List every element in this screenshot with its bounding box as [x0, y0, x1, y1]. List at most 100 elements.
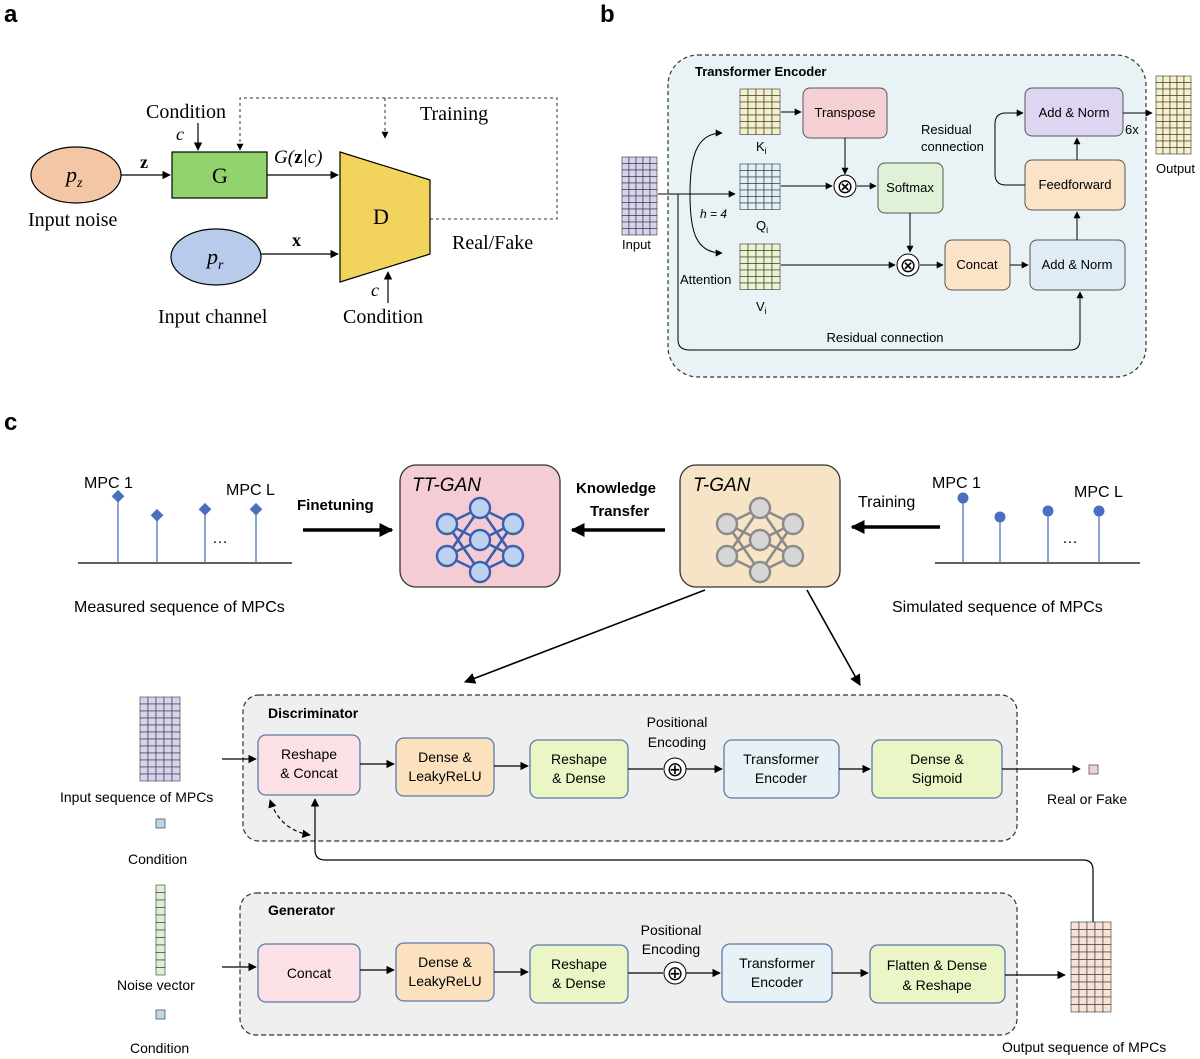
matrix-cell — [147, 745, 157, 754]
matrix-cell — [763, 121, 773, 129]
matrix-cell — [1078, 989, 1088, 998]
d-block-0-line-1: Reshape — [281, 746, 337, 762]
training-label-c: Training — [858, 494, 915, 511]
matrix-cell — [739, 108, 749, 116]
matrix-cell — [1176, 75, 1185, 83]
matrix-cell — [1070, 936, 1080, 945]
matrix-cell — [1162, 147, 1171, 155]
z-label: z — [140, 152, 148, 172]
matrix-cell — [1102, 996, 1112, 1005]
matrix-cell — [763, 189, 773, 197]
matrix-cell — [755, 276, 765, 284]
matrix-cell — [1094, 989, 1104, 998]
d-block-2-line-2: & Dense — [552, 770, 606, 786]
matrix-cell — [642, 221, 651, 229]
matrix-cell — [747, 243, 757, 251]
matrix-cell — [155, 724, 165, 733]
matrix-cell — [1102, 936, 1112, 945]
matrix-cell — [628, 163, 637, 171]
matrix-cell — [171, 752, 181, 761]
network-node — [781, 512, 805, 536]
matrix-cell — [1169, 147, 1178, 155]
g-reshape-dense-box — [529, 944, 629, 1004]
knowledge-label: Knowledge — [576, 480, 656, 497]
matrix-cell — [1070, 921, 1080, 930]
d-oplus-symbol: ⊕ — [667, 759, 684, 781]
matrix-cell — [139, 738, 149, 747]
matrix-cell — [155, 717, 165, 726]
matrix-cell — [642, 182, 651, 190]
matrix-cell — [1183, 147, 1192, 155]
g-block-1-line-2: LeakyReLU — [408, 973, 481, 989]
matrix-cell — [163, 752, 173, 761]
real-or-fake-label: Real or Fake — [1047, 791, 1127, 807]
matrix-cell — [155, 710, 165, 719]
matrix-cell — [1169, 82, 1178, 90]
matrix-cell — [1102, 966, 1112, 975]
matrix-cell — [642, 208, 651, 216]
output-label: Output — [1156, 161, 1195, 176]
matrix-cell — [163, 745, 173, 754]
matrix-cell — [1070, 944, 1080, 953]
matrix-cell — [171, 759, 181, 768]
matrix-cell — [755, 176, 765, 184]
measured-dots: … — [212, 530, 228, 547]
matrix-cell — [763, 202, 773, 210]
matrix-cell — [635, 182, 644, 190]
v-matrix — [739, 243, 781, 290]
matrix-cell — [763, 269, 773, 277]
matrix-cell — [1176, 127, 1185, 135]
matrix-cell — [1094, 966, 1104, 975]
matrix-cell — [155, 752, 165, 761]
measured-mpcL: MPC L — [226, 482, 275, 499]
matrix-cell — [649, 195, 658, 203]
matrix-cell — [621, 163, 630, 171]
matrix-cell — [1155, 127, 1164, 135]
input-sequence-matrix — [139, 696, 181, 782]
condition-bottom-label: Condition — [343, 306, 423, 328]
matrix-cell — [739, 183, 749, 191]
matrix-cell — [1155, 147, 1164, 155]
matrix-cell — [642, 156, 651, 164]
matrix-cell — [763, 250, 773, 258]
network-node — [468, 528, 492, 552]
matrix-cell — [771, 114, 781, 122]
measured-marker-4 — [249, 502, 263, 516]
matrix-cell — [755, 114, 765, 122]
panel-c-discriminator: Discriminator Input sequence of MPCs Con… — [60, 694, 1127, 922]
matrix-cell — [628, 189, 637, 197]
matrix-cell — [171, 766, 181, 775]
matrix-cell — [147, 759, 157, 768]
matrix-cell — [755, 196, 765, 204]
matrix-cell — [1169, 134, 1178, 142]
matrix-cell — [1183, 75, 1192, 83]
matrix-cell — [621, 215, 630, 223]
measured-marker-2 — [150, 508, 164, 522]
matrix-cell — [739, 256, 749, 264]
matrix-cell — [649, 163, 658, 171]
network-node — [501, 512, 525, 536]
matrix-cell — [642, 215, 651, 223]
training-loop-line — [236, 97, 558, 220]
matrix-cell — [755, 88, 765, 96]
matrix-cell — [771, 250, 781, 258]
g-block-1: Dense & LeakyReLU — [395, 942, 495, 1002]
g-pos-enc-2: Encoding — [642, 941, 700, 957]
matrix-cell — [649, 189, 658, 197]
matrix-cell — [155, 892, 166, 901]
matrix-cell — [763, 276, 773, 284]
matrix-cell — [771, 202, 781, 210]
matrix-cell — [739, 163, 749, 171]
matrix-cell — [1078, 929, 1088, 938]
matrix-cell — [628, 202, 637, 210]
c-top: c — [176, 124, 184, 144]
matrix-cell — [147, 703, 157, 712]
matrix-cell — [155, 899, 166, 908]
matrix-cell — [1086, 944, 1096, 953]
matrix-cell — [628, 195, 637, 203]
pr-ellipse — [170, 228, 262, 286]
simulated-marker-3 — [1042, 505, 1054, 517]
matrix-cell — [1183, 127, 1192, 135]
matrix-cell — [1155, 88, 1164, 96]
g-block-0-line-1: Concat — [287, 965, 331, 981]
